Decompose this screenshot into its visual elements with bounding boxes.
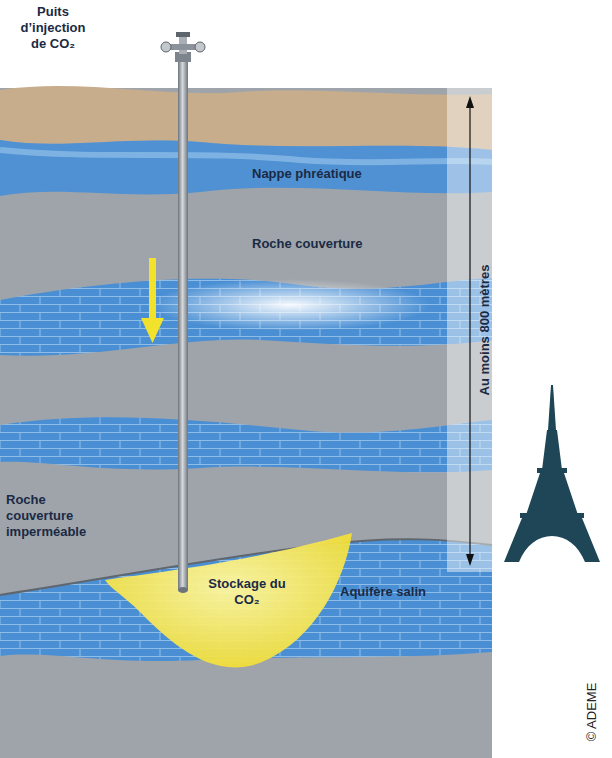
well-pipe xyxy=(178,58,188,590)
scale-band xyxy=(447,88,492,572)
storage-label: Stockage du CO₂ xyxy=(208,576,286,608)
well-label: Puits d’injection de CO₂ xyxy=(12,4,94,52)
injection-arrow xyxy=(141,258,164,343)
layer-label: Roche couverture xyxy=(252,236,432,252)
aquifer-layer xyxy=(0,417,492,472)
scale-line xyxy=(469,100,470,562)
aquifer-layer xyxy=(0,278,492,356)
water-shine xyxy=(0,150,492,162)
wellhead xyxy=(161,32,205,62)
co2-plume xyxy=(105,533,352,667)
depth-label: Au moins 800 mètres xyxy=(477,220,493,440)
water-table-layer xyxy=(0,140,492,196)
rock-ground xyxy=(0,88,492,758)
layer-label: Aquifère salin xyxy=(340,584,460,600)
layer-label: Nappe phréatique xyxy=(252,166,432,182)
layer-label: Roche couverture imperméable xyxy=(6,492,106,540)
pipe-end xyxy=(178,587,188,593)
light-glow xyxy=(150,279,430,331)
eiffel-tower xyxy=(504,385,600,562)
copyright-label: © ADEME xyxy=(584,667,600,757)
scale-arrowheads xyxy=(466,96,474,566)
soil-layer xyxy=(0,86,492,150)
